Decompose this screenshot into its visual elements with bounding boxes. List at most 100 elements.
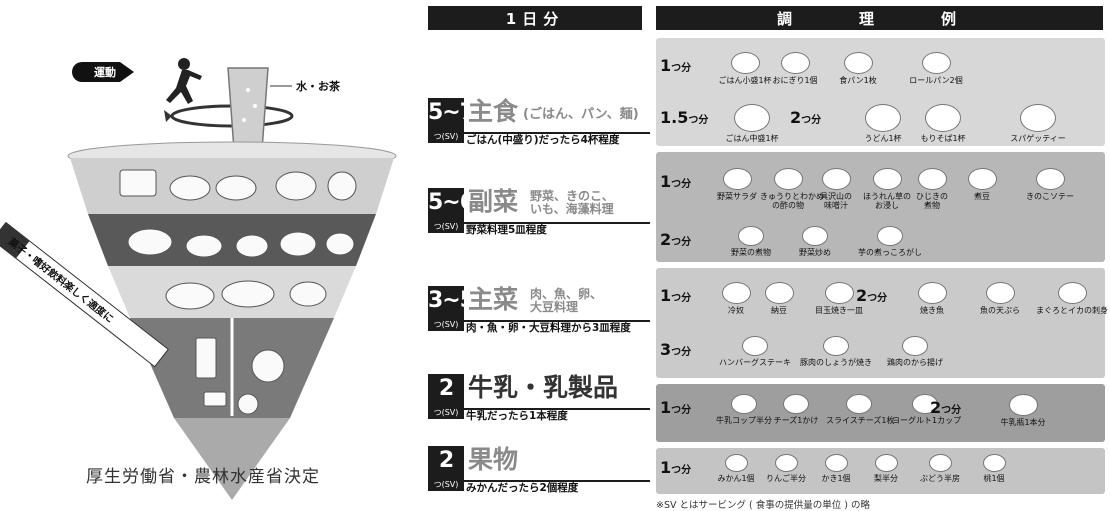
serving-count: 2 [660, 230, 672, 249]
dish-icon [821, 168, 851, 190]
serving-count-unit: つ分 [867, 293, 888, 304]
serving-count: 2 [856, 286, 868, 305]
category-name: 牛乳・乳製品 [468, 373, 619, 402]
dish-caption: きゅうりとわかめの酢の物 [760, 192, 824, 210]
dish-example: 野菜サラダ [710, 168, 764, 201]
dish-caption: ごはん中盛1杯 [725, 134, 779, 143]
dish-icon [783, 394, 809, 414]
serving-number: 5~6 [428, 188, 464, 222]
dish-caption: 桃1個 [983, 474, 1005, 483]
serving-unit: つ(SV) [428, 479, 464, 491]
serving-count-label: 1.5つ分 [660, 108, 708, 127]
dish-icon [742, 336, 768, 356]
dish-example: ひじきの煮物 [908, 168, 956, 210]
category-detail: 肉、魚、卵、 [530, 287, 603, 301]
serving-count-label: 1つ分 [660, 398, 691, 417]
serving-count: 2 [790, 108, 802, 127]
dish-icon [877, 226, 903, 246]
arrow-head [164, 110, 172, 122]
dish-caption: ロールパン2個 [909, 76, 963, 85]
serving-count-label: 1つ分 [660, 458, 691, 477]
serving-count-label: 1つ分 [660, 286, 691, 305]
dish-example: きゅうりとわかめの酢の物 [760, 168, 824, 210]
dish-caption: 焼き魚 [920, 306, 944, 315]
dish-icon [734, 104, 770, 132]
dish-caption: 芋の煮っころがし [858, 248, 922, 257]
serving-number: 3~5 [428, 286, 464, 320]
serving-count: 1 [660, 172, 672, 191]
dish-icon [802, 226, 828, 246]
dish-icon [928, 454, 952, 472]
dish-caption: ごはん小盛1杯 [718, 76, 772, 85]
water-label: 水・お茶 [296, 79, 341, 93]
dish-example: 煮豆 [962, 168, 1002, 201]
dish-example: かき1個 [816, 454, 856, 483]
dish-icon [773, 168, 803, 190]
dish-example: チーズ1かけ [770, 394, 822, 425]
dish-caption: まぐろとイカの刺身 [1036, 306, 1108, 315]
serving-hint: 牛乳だったら1本程度 [464, 408, 650, 422]
dish-caption: 納豆 [771, 306, 787, 315]
dish-caption: ハンバーグステーキ [719, 358, 791, 367]
dish-icon [1035, 168, 1065, 190]
dish-example: きのこソテー [1016, 168, 1084, 201]
dish-example: 冷奴 [716, 282, 756, 315]
serving-count: 1.5 [660, 108, 689, 127]
dish-icon [1057, 282, 1087, 304]
serving-count-unit: つ分 [688, 115, 709, 126]
dish-caption: うどん1杯 [864, 134, 902, 143]
serving-number: 5~7 [428, 98, 464, 132]
serving-count-unit: つ分 [671, 465, 692, 476]
dish-icon [724, 454, 748, 472]
header-examples: 調 理 例 [656, 6, 1103, 30]
serving-count-unit: つ分 [941, 405, 962, 416]
spinning-top-illustration: 運動 水・お茶 [0, 58, 397, 500]
dish-example: ロールパン2個 [900, 52, 972, 85]
dish-caption: 梨半分 [874, 474, 898, 483]
dish-caption: 鶏肉のから揚げ [887, 358, 943, 367]
dish-icon [917, 282, 947, 304]
serving-count-label: 2つ分 [856, 286, 887, 305]
dish-icon [730, 52, 760, 74]
dish-icon [824, 282, 854, 304]
dish-icon [925, 104, 961, 132]
serving-count-label: 1つ分 [660, 172, 691, 191]
serving-count-label: 1つ分 [660, 56, 691, 75]
dish-example: 焼き魚 [904, 282, 960, 315]
dish-icon [917, 168, 947, 190]
category-detail: (ごはん、パン、麺) [523, 107, 639, 122]
dish-example: 牛乳瓶1本分 [990, 394, 1056, 427]
serving-hint: ごはん(中盛り)だったら4杯程度 [464, 132, 650, 146]
dish-example: 納豆 [760, 282, 798, 315]
exercise-callout [72, 62, 134, 82]
dish-icon [982, 454, 1006, 472]
ministry-credit: 厚生労働省・農林水産省決定 [86, 467, 320, 487]
serving-count-unit: つ分 [671, 237, 692, 248]
dish-icon [865, 104, 901, 132]
serving-count: 3 [660, 340, 672, 359]
category-name: 副菜 [468, 187, 519, 216]
dish-example: ごはん中盛1杯 [712, 104, 792, 143]
header-daily: 1日分 [428, 6, 642, 30]
top-tip [174, 418, 290, 500]
dish-example: ヨーグルト1カップ [892, 394, 961, 425]
dish-icon [846, 394, 872, 414]
footnote: ※SV とはサービング ( 食事の提供量の単位 ) の略 [656, 500, 871, 511]
serving-hint: 野菜料理5皿程度 [464, 222, 650, 236]
dish-caption: みかん1個 [717, 474, 755, 483]
dish-icon [912, 394, 938, 414]
dish-caption: 牛乳瓶1本分 [1000, 418, 1046, 427]
dish-caption: 魚の天ぷら [980, 306, 1020, 315]
dish-icon [823, 336, 849, 356]
serving-count: 1 [660, 286, 672, 305]
water-glass-icon [227, 67, 269, 151]
dish-example: 牛乳コップ半分 [716, 394, 772, 425]
dish-caption: 目玉焼き一皿 [815, 306, 863, 315]
serving-count-unit: つ分 [671, 347, 692, 358]
serving-count: 1 [660, 398, 672, 417]
serving-count-unit: つ分 [801, 115, 822, 126]
serving-hint: 肉・魚・卵・大豆料理から3皿程度 [464, 320, 650, 334]
category-detail-2: 大豆料理 [530, 300, 579, 314]
dish-example: 野菜炒め [790, 226, 840, 257]
dish-example: 豚肉のしょうが焼き [796, 336, 876, 367]
